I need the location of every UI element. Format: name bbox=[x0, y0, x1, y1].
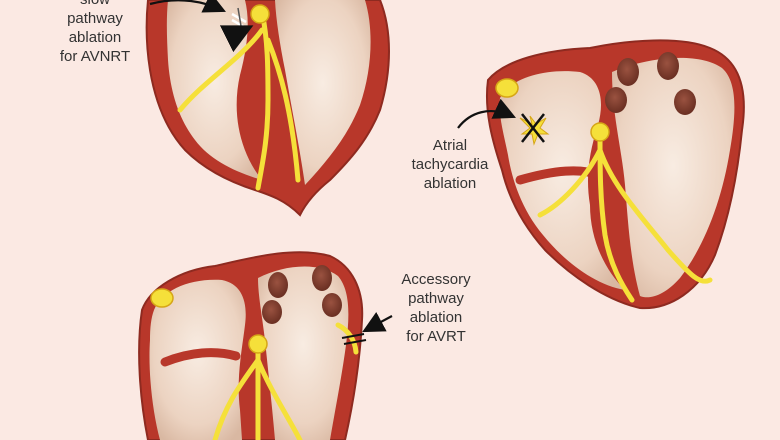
label-avrt: Accessory pathway ablation for AVRT bbox=[384, 270, 488, 346]
heart-atrial-av-node bbox=[590, 122, 610, 142]
heart-avnrt-av-node bbox=[250, 4, 270, 24]
label-avnrt: slow pathway ablation for AVNRT bbox=[42, 0, 148, 66]
heart-avrt-chamber-left bbox=[149, 279, 246, 440]
heart-avnrt-conduction bbox=[177, 9, 301, 191]
arrow-icon bbox=[149, 0, 226, 13]
label-avrt-line-3: ablation bbox=[409, 309, 463, 326]
label-avnrt-line-3: ablation bbox=[68, 29, 122, 46]
arrow-icon bbox=[362, 311, 393, 333]
label-avnrt-line-1: slow bbox=[42, 0, 148, 9]
heart-atrial-valves bbox=[605, 52, 696, 115]
heart-atrial-conduction bbox=[537, 131, 713, 303]
heart-avrt-ablation-mark bbox=[341, 333, 367, 345]
heart-atrial-sa-node bbox=[495, 78, 519, 98]
label-avnrt-line-4: for AVNRT bbox=[59, 48, 131, 65]
label-atrial-line-1: Atrial bbox=[432, 137, 468, 154]
heart-atrial bbox=[457, 39, 745, 310]
heart-avrt-sa-node bbox=[150, 288, 174, 308]
arrow-icon bbox=[457, 98, 517, 129]
heart-atrial-chamber-right bbox=[612, 57, 735, 298]
label-avrt-line-4: for AVRT bbox=[406, 328, 466, 345]
label-atrial-line-3: ablation bbox=[423, 175, 477, 192]
label-atrial-line-2: tachycardia bbox=[411, 156, 489, 173]
heart-avrt-septum bbox=[160, 348, 241, 367]
x-mark-icon bbox=[519, 113, 550, 146]
label-avnrt-line-2: pathway bbox=[67, 10, 123, 27]
heart-avrt-valves bbox=[262, 265, 342, 324]
label-atrial: Atrial tachycardia ablation bbox=[395, 136, 505, 193]
label-avrt-line-2: pathway bbox=[408, 290, 464, 307]
heart-avnrt-ablation-mark bbox=[219, 7, 254, 53]
heart-avnrt-chamber-right bbox=[275, 0, 371, 185]
heart-avrt bbox=[138, 251, 393, 440]
heart-avnrt bbox=[145, 0, 390, 217]
heart-avrt-conduction bbox=[212, 342, 303, 440]
label-avrt-line-1: Accessory bbox=[401, 271, 471, 288]
heart-atrial-septum bbox=[515, 166, 605, 185]
heart-avrt-av-node bbox=[248, 334, 268, 354]
